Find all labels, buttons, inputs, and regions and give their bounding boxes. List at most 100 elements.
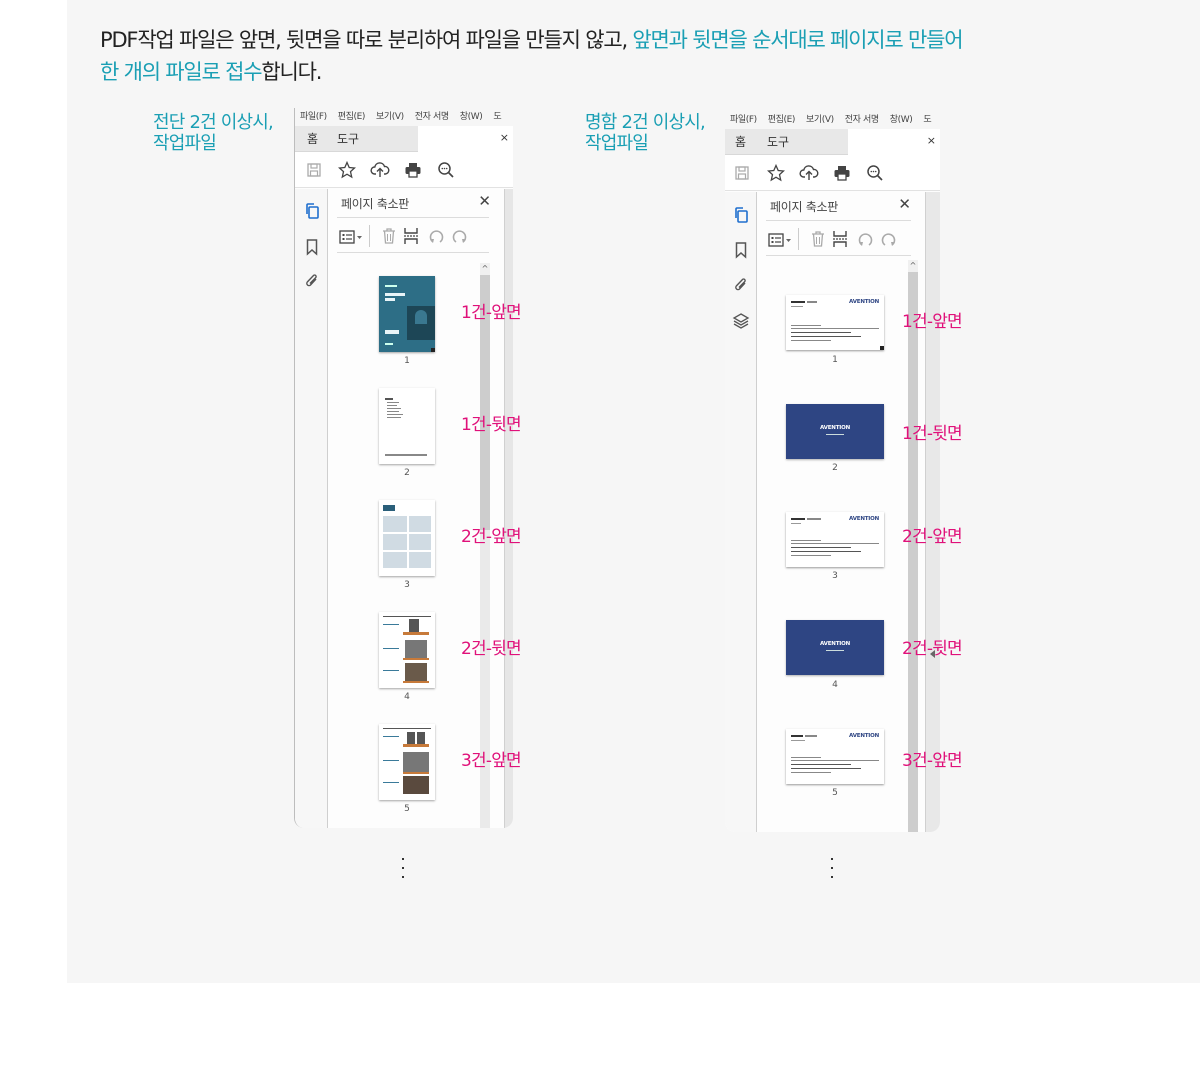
star-icon[interactable]	[765, 162, 787, 184]
tab-tools[interactable]: 도구	[337, 132, 360, 146]
thumbnails-scrollbar[interactable]: ^	[908, 260, 918, 832]
divider	[369, 225, 370, 247]
close-tab-button[interactable]: ×	[926, 134, 936, 147]
page-thumbnail-1[interactable]	[379, 276, 435, 352]
document-scrollbar[interactable]	[925, 192, 940, 832]
continuation-dots-flyer	[402, 858, 405, 885]
tab-group	[295, 126, 418, 152]
tab-tools[interactable]: 도구	[767, 135, 790, 149]
save-icon[interactable]	[303, 159, 325, 181]
scroll-up-button[interactable]: ^	[908, 260, 918, 272]
flyer-title-line2: 작업파일	[153, 133, 217, 154]
page-thumbnail-4[interactable]: AVENTION	[786, 620, 884, 675]
menu-edit[interactable]: 편집(E)	[337, 112, 366, 122]
page-label-4: 2건-뒷면	[902, 639, 963, 659]
panel-toolbar	[337, 225, 489, 249]
flyer-title-line1: 전단 2건 이상시,	[153, 112, 274, 133]
page-label-1: 1건-앞면	[461, 303, 522, 323]
options-menu-icon[interactable]	[339, 228, 365, 250]
attachment-icon[interactable]	[731, 275, 751, 295]
page-thumbnails-icon[interactable]	[731, 205, 751, 225]
page-label-3: 2건-앞면	[461, 527, 522, 547]
menu-edit[interactable]: 편집(E)	[767, 115, 796, 125]
insert-page-icon[interactable]	[832, 230, 848, 252]
scroll-thumb[interactable]	[480, 275, 490, 530]
page-thumbnail-4[interactable]	[379, 612, 435, 688]
page-thumbnail-5[interactable]: AVENTION	[786, 729, 884, 784]
pdf-viewer-window-card: 파일(F) 편집(E) 보기(V) 전자 서명 창(W) 도 홈 도구 × 페이지 축소판…	[725, 111, 940, 832]
print-icon[interactable]	[402, 159, 424, 181]
rotate-left-icon[interactable]	[856, 230, 874, 252]
insert-page-icon[interactable]	[403, 227, 419, 249]
page-thumbnail-2[interactable]	[379, 388, 435, 464]
print-icon[interactable]	[831, 162, 853, 184]
page-number: 3	[404, 580, 410, 590]
page-number: 2	[832, 463, 838, 473]
zoom-search-icon[interactable]	[435, 159, 457, 181]
divider	[337, 217, 489, 218]
collapse-panel-arrow-icon[interactable]	[930, 650, 935, 658]
menu-esign[interactable]: 전자 서명	[414, 112, 449, 122]
tab-home[interactable]: 홈	[735, 135, 747, 149]
star-icon[interactable]	[336, 159, 358, 181]
toolbar	[725, 155, 940, 191]
upload-cloud-icon[interactable]	[798, 162, 820, 184]
menu-help[interactable]: 도	[923, 115, 932, 125]
menu-help[interactable]: 도	[493, 112, 502, 122]
continuation-dots-card	[831, 858, 834, 885]
rotate-right-icon[interactable]	[880, 230, 898, 252]
bookmark-icon[interactable]	[302, 237, 322, 257]
menu-esign[interactable]: 전자 서명	[844, 115, 879, 125]
menu-bar: 파일(F) 편집(E) 보기(V) 전자 서명 창(W) 도	[725, 111, 940, 129]
thumbnails-scrollbar[interactable]: ^	[480, 263, 490, 828]
page-number: 1	[404, 356, 410, 366]
divider	[337, 252, 489, 253]
brand-logo: AVENTION	[820, 425, 850, 431]
document-scrollbar[interactable]	[504, 189, 513, 828]
menu-file[interactable]: 파일(F)	[730, 115, 757, 125]
page-number: 4	[404, 692, 410, 702]
upload-cloud-icon[interactable]	[369, 159, 391, 181]
panel-toolbar	[766, 228, 905, 252]
page-thumbnail-1[interactable]: AVENTION	[786, 295, 884, 350]
brand-logo: AVENTION	[849, 516, 879, 522]
menu-view[interactable]: 보기(V)	[806, 115, 834, 125]
tab-group	[725, 129, 848, 155]
page-thumbnails-icon[interactable]	[302, 201, 322, 221]
page-number: 1	[832, 355, 838, 365]
layers-icon[interactable]	[731, 311, 751, 331]
page-thumbnail-2[interactable]: AVENTION	[786, 404, 884, 459]
brand-logo: AVENTION	[820, 641, 850, 647]
scroll-up-button[interactable]: ^	[480, 263, 490, 275]
brand-logo: AVENTION	[849, 299, 879, 305]
attachment-icon[interactable]	[302, 271, 322, 291]
panel-close-button[interactable]: ✕	[898, 195, 911, 213]
menu-file[interactable]: 파일(F)	[300, 112, 327, 122]
panel-close-button[interactable]: ✕	[478, 192, 491, 210]
menu-window[interactable]: 창(W)	[889, 115, 913, 125]
options-menu-icon[interactable]	[768, 231, 794, 253]
rotate-right-icon[interactable]	[451, 227, 469, 249]
page-number: 5	[404, 804, 410, 814]
page-number: 5	[832, 788, 838, 798]
page-label-4: 2건-뒷면	[461, 639, 522, 659]
save-icon[interactable]	[731, 162, 753, 184]
page-thumbnail-3[interactable]: AVENTION	[786, 512, 884, 567]
bookmark-icon[interactable]	[731, 240, 751, 260]
page-thumbnails-panel: 페이지 축소판 ✕ ^ AVENTION 1	[758, 192, 921, 832]
delete-icon[interactable]	[810, 230, 826, 252]
delete-icon[interactable]	[381, 227, 397, 249]
page-label-3: 2건-앞면	[902, 527, 963, 547]
page-number: 3	[832, 571, 838, 581]
close-tab-button[interactable]: ×	[499, 131, 509, 144]
page-thumbnail-3[interactable]	[379, 500, 435, 576]
menu-view[interactable]: 보기(V)	[376, 112, 404, 122]
page-number: 4	[832, 680, 838, 690]
page-thumbnail-5[interactable]	[379, 724, 435, 800]
flyer-example-title: 전단 2건 이상시, 작업파일	[153, 112, 274, 154]
zoom-search-icon[interactable]	[864, 162, 886, 184]
tab-home[interactable]: 홈	[307, 132, 319, 146]
menu-window[interactable]: 창(W)	[459, 112, 483, 122]
rotate-left-icon[interactable]	[427, 227, 445, 249]
